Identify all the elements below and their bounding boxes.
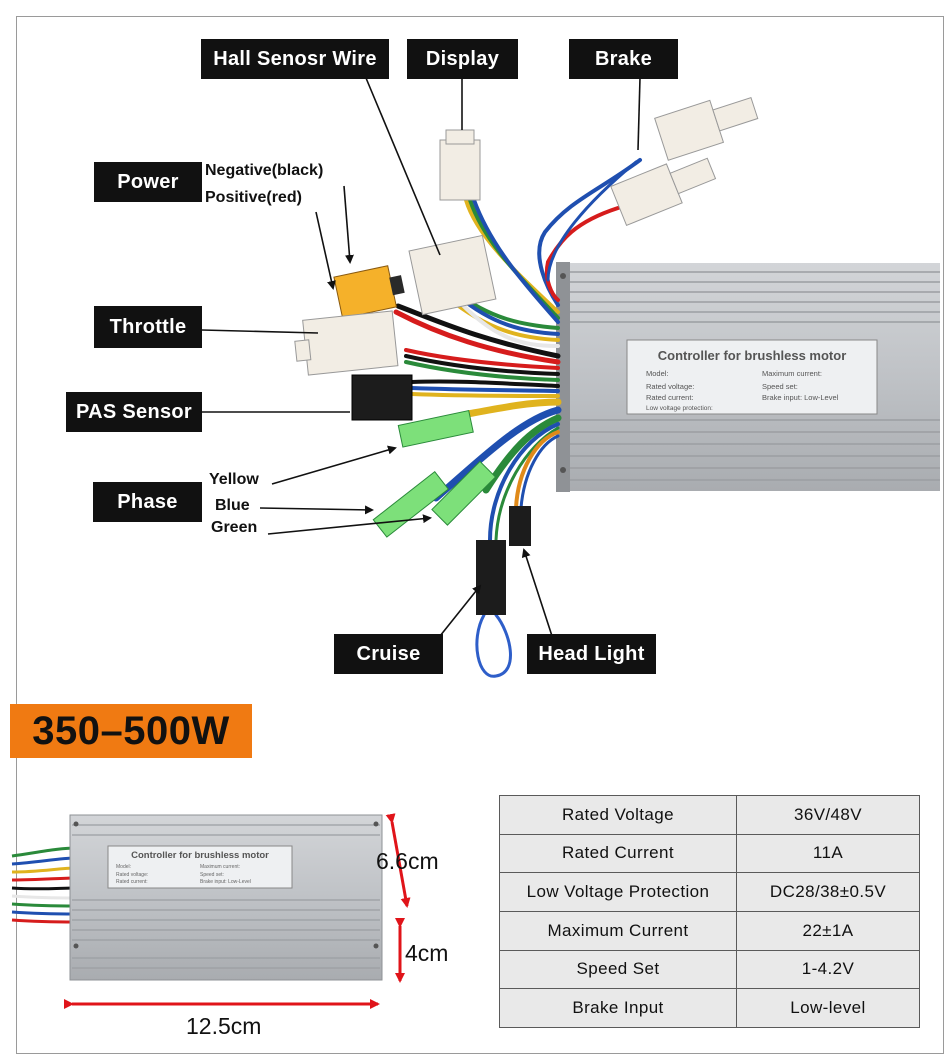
controller-housing-bottom bbox=[11, 814, 383, 981]
page-frame bbox=[16, 16, 944, 1054]
spec-label: Rated Voltage bbox=[499, 795, 737, 835]
spec-row: Low Voltage Protection DC28/38±0.5V bbox=[499, 872, 920, 912]
spec-label: Maximum Current bbox=[499, 910, 737, 951]
spec-value: Low-level bbox=[736, 988, 920, 1028]
label-rated-current: Rated current: bbox=[646, 393, 694, 402]
spec-row: Maximum Current 22±1A bbox=[499, 910, 920, 951]
dimension-depth: 4cm bbox=[405, 940, 449, 966]
callout-pas-sensor: PAS Sensor bbox=[66, 392, 202, 432]
spec-label: Rated Current bbox=[499, 833, 737, 874]
power-rating-badge: 350–500W bbox=[10, 704, 252, 758]
label-brake-input-small: Brake input: Low-Level bbox=[200, 879, 251, 885]
controller-housing-top bbox=[556, 262, 940, 492]
spec-label: Speed Set bbox=[499, 949, 737, 990]
label-speed-set: Speed set: bbox=[762, 382, 798, 391]
callout-cruise: Cruise bbox=[334, 634, 443, 674]
label-speed-set-small: Speed set: bbox=[200, 872, 224, 878]
label-model: Model: bbox=[646, 369, 669, 378]
label-max-current: Maximum current: bbox=[762, 369, 822, 378]
spec-value: 1-4.2V bbox=[736, 949, 920, 990]
label-rated-voltage-small: Rated voltage: bbox=[116, 872, 148, 878]
spec-label: Low Voltage Protection bbox=[499, 872, 737, 912]
dimension-arrows bbox=[64, 813, 411, 1009]
callout-brake: Brake bbox=[569, 39, 678, 79]
label-phase-yellow: Yellow bbox=[209, 471, 259, 488]
spec-row: Rated Current 11A bbox=[499, 833, 920, 874]
label-phase-green: Green bbox=[211, 519, 258, 536]
callout-hall-sensor-wire: Hall Senosr Wire bbox=[201, 39, 389, 79]
controller-label-top: Controller for brushless motor Model: Ma… bbox=[646, 348, 846, 412]
label-model-small: Model: bbox=[116, 864, 131, 870]
label-title: Controller for brushless motor bbox=[658, 348, 847, 363]
spec-row: Speed Set 1-4.2V bbox=[499, 949, 920, 990]
spec-label: Brake Input bbox=[499, 988, 737, 1028]
spec-row: Rated Voltage 36V/48V bbox=[499, 795, 920, 835]
label-negative-black: Negative(black) bbox=[205, 162, 324, 179]
callout-phase: Phase bbox=[93, 482, 202, 522]
label-title-small: Controller for brushless motor bbox=[131, 850, 269, 861]
label-low-voltage: Low voltage protection: bbox=[646, 405, 713, 412]
callout-head-light: Head Light bbox=[527, 634, 656, 674]
label-phase-blue: Blue bbox=[215, 497, 250, 514]
spec-value: 36V/48V bbox=[736, 795, 920, 835]
spec-value: 22±1A bbox=[736, 910, 920, 951]
spec-value: 11A bbox=[736, 833, 920, 874]
label-rated-voltage: Rated voltage: bbox=[646, 382, 694, 391]
callout-display: Display bbox=[407, 39, 518, 79]
label-max-current-small: Maximum current: bbox=[200, 864, 240, 870]
callout-power: Power bbox=[94, 162, 202, 202]
label-rated-current-small: Rated current: bbox=[116, 879, 148, 885]
callout-throttle: Throttle bbox=[94, 306, 202, 348]
spec-row: Brake Input Low-level bbox=[499, 988, 920, 1028]
label-positive-red: Positive(red) bbox=[205, 189, 302, 206]
dimension-length: 12.5cm bbox=[186, 1013, 262, 1039]
label-brake-input: Brake input: Low-Level bbox=[762, 393, 839, 402]
leader-lines bbox=[201, 77, 641, 637]
dimension-height: 6.6cm bbox=[376, 848, 439, 874]
spec-value: DC28/38±0.5V bbox=[736, 872, 920, 912]
controller-label-bottom: Controller for brushless motor Model: Ma… bbox=[116, 850, 269, 885]
specs-table: Rated Voltage 36V/48V Rated Current 11A … bbox=[499, 795, 920, 1028]
wire-bundle bbox=[393, 158, 642, 678]
connectors bbox=[294, 96, 759, 615]
